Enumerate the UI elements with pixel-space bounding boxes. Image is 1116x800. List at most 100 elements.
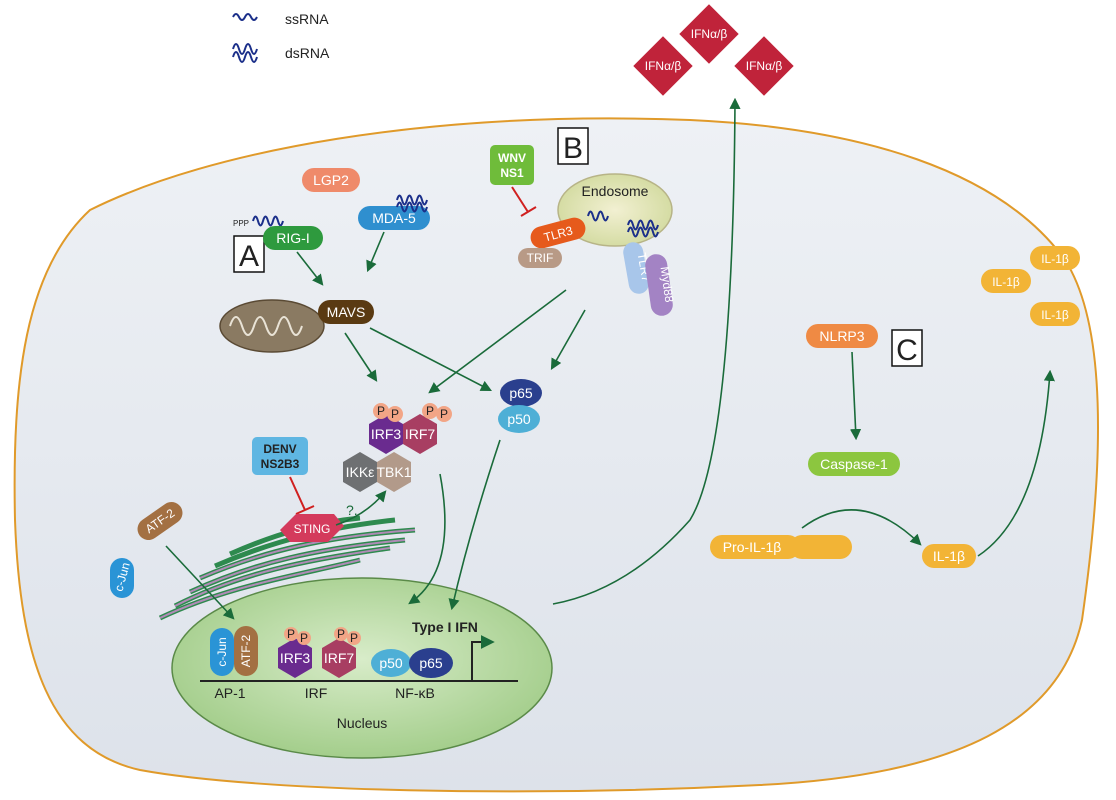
- arrow-ifn-secretion: [552, 97, 741, 605]
- arrow-mavs-irf: [344, 332, 378, 382]
- svg-text:P: P: [337, 627, 345, 641]
- panel-label-c: C: [891, 329, 923, 367]
- ifn-diamond-3: IFNα/β: [734, 36, 794, 96]
- denv-ns2b3-box: DENV NS2B3: [252, 437, 308, 475]
- arrow-sting-tbk1: [335, 490, 387, 526]
- p65-node: p65: [500, 379, 542, 407]
- svg-text:P: P: [350, 631, 358, 645]
- nucleus: [171, 577, 553, 759]
- svg-text:NS1: NS1: [500, 166, 524, 180]
- irf3-hex: IRF3: [369, 414, 403, 454]
- myd88-node: Myd88: [645, 254, 677, 316]
- nucleus-p50: p50: [371, 649, 411, 677]
- ssrna-glyph: [232, 13, 258, 21]
- svg-text:IRF3: IRF3: [280, 650, 311, 666]
- svg-text:IRF3: IRF3: [371, 426, 402, 442]
- svg-text:B: B: [563, 132, 583, 165]
- il1b-secreted-1: IL-1β: [1030, 246, 1080, 270]
- pathway-arrows: [165, 97, 1055, 620]
- svg-text:NLRP3: NLRP3: [819, 328, 864, 344]
- svg-text:Myd88: Myd88: [658, 266, 677, 304]
- svg-text:IL-1β: IL-1β: [1041, 308, 1069, 322]
- svg-text:IL-1β: IL-1β: [1041, 252, 1069, 266]
- type-i-ifn-label: Type I IFN: [412, 619, 478, 635]
- legend: ssRNA dsRNA: [232, 11, 330, 63]
- il1b-secreted-2: IL-1β: [981, 269, 1031, 293]
- svg-text:IL-1β: IL-1β: [933, 548, 965, 564]
- arrow-nfkb-nucleus: [448, 439, 501, 611]
- svg-text:p65: p65: [419, 655, 443, 671]
- dsrna-legend-label: dsRNA: [285, 45, 330, 61]
- endosome: Endosome: [557, 173, 673, 247]
- svg-text:IRF7: IRF7: [405, 426, 436, 442]
- svg-text:Endosome: Endosome: [582, 183, 649, 199]
- svg-text:IRF7: IRF7: [324, 650, 355, 666]
- ssrna-legend-label: ssRNA: [285, 11, 329, 27]
- svg-text:TBK1: TBK1: [376, 464, 411, 480]
- svg-text:Caspase-1: Caspase-1: [820, 456, 888, 472]
- svg-text:DENV: DENV: [263, 442, 296, 456]
- svg-text:WNV: WNV: [498, 151, 526, 165]
- pro-il1b-node: Pro-IL-1β: [710, 535, 852, 559]
- arrow-myd88-nfkb: [550, 309, 586, 370]
- tlr3-node: TLR3: [530, 217, 586, 249]
- mda5-node: MDA-5: [358, 194, 430, 230]
- nfkb-site-label: NF-κB: [395, 685, 435, 701]
- dsrna-glyph-1: [232, 43, 258, 55]
- ikke-hex: IKKε: [343, 452, 377, 492]
- svg-text:P: P: [300, 631, 308, 645]
- sting-node: STING: [280, 514, 344, 542]
- panel-label-b: B: [557, 127, 589, 165]
- ap1-site-label: AP-1: [214, 685, 245, 701]
- svg-text:ATF-2: ATF-2: [239, 634, 253, 667]
- svg-text:LGP2: LGP2: [313, 172, 349, 188]
- caspase1-node: Caspase-1: [808, 452, 900, 476]
- lgp2-node: LGP2: [302, 168, 360, 192]
- dsrna-glyph-2: [232, 51, 258, 63]
- svg-text:P: P: [377, 404, 385, 418]
- svg-text:C: C: [896, 334, 918, 367]
- svg-text:STING: STING: [294, 522, 331, 536]
- ns1-inhibition: [511, 186, 537, 217]
- nlrp3-node: NLRP3: [806, 324, 878, 348]
- svg-text:IFNα/β: IFNα/β: [746, 59, 783, 73]
- svg-text:IFNα/β: IFNα/β: [691, 27, 728, 41]
- svg-text:P: P: [391, 407, 399, 421]
- svg-text:MDA-5: MDA-5: [372, 210, 416, 226]
- phospho-badges: P P P P: [373, 403, 452, 422]
- svg-text:TRIF: TRIF: [527, 251, 554, 265]
- irf7-hex: IRF7: [403, 414, 437, 454]
- cjun-node: c-Jun: [110, 558, 134, 598]
- svg-text:PPP: PPP: [233, 219, 249, 228]
- nucleus-irf7-hex: IRF7: [322, 638, 356, 678]
- arrow-trif-irf: [428, 289, 567, 394]
- transcription-start-arrow: [471, 635, 495, 681]
- svg-text:P: P: [440, 407, 448, 421]
- svg-text:p50: p50: [507, 411, 531, 427]
- arrow-il1b-secretion: [977, 369, 1055, 557]
- svg-text:p50: p50: [379, 655, 403, 671]
- arrow-atf2-nucleus: [165, 545, 235, 620]
- nucleus-p65: p65: [409, 648, 453, 678]
- arrow-proil1b-il1b: [801, 509, 922, 546]
- ifn-diamond-2: IFNα/β: [633, 36, 693, 96]
- mavs-node: MAVS: [318, 300, 374, 324]
- wnv-ns1-box: WNV NS1: [490, 145, 534, 185]
- il1b-secreted-3: IL-1β: [1030, 302, 1080, 326]
- tbk1-hex: TBK1: [376, 452, 412, 492]
- arrow-mavs-nfkb: [369, 327, 492, 392]
- nucleus-label: Nucleus: [337, 715, 388, 731]
- irf-site-label: IRF: [305, 685, 328, 701]
- nucleus-irf3-hex: IRF3: [278, 638, 312, 678]
- svg-text:P: P: [287, 627, 295, 641]
- svg-text:P: P: [426, 404, 434, 418]
- ifn-diamond-1: IFNα/β: [679, 4, 739, 64]
- svg-text:A: A: [239, 240, 259, 273]
- svg-text:IL-1β: IL-1β: [992, 275, 1020, 289]
- svg-text:MAVS: MAVS: [327, 304, 366, 320]
- svg-text:IKKε: IKKε: [346, 464, 375, 480]
- arrow-nlrp3-caspase1: [849, 351, 862, 441]
- nucleus-atf2: ATF-2: [234, 626, 258, 676]
- panel-label-a: A: [233, 235, 265, 273]
